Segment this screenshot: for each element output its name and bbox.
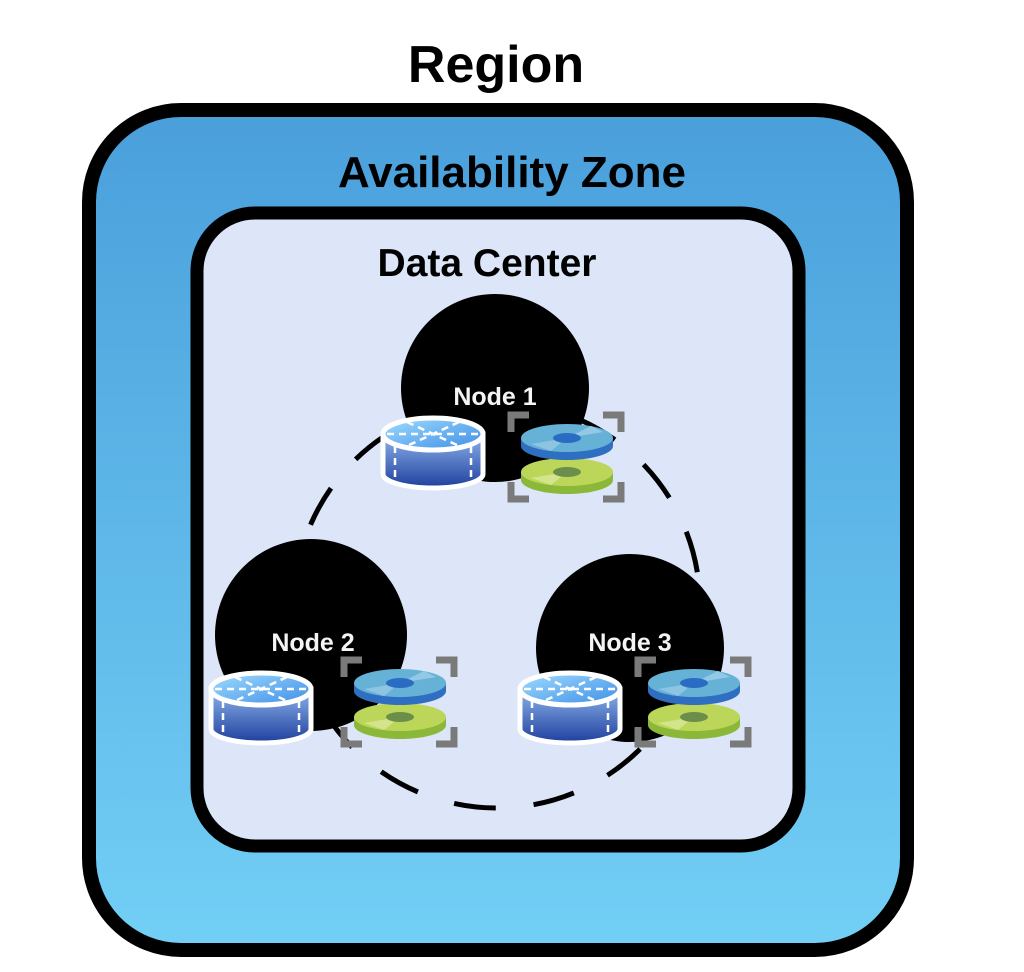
node-1[interactable]: Node 1 bbox=[383, 294, 621, 499]
database-icon bbox=[520, 673, 620, 743]
node-2-label: Node 2 bbox=[271, 629, 354, 657]
database-icon bbox=[211, 673, 311, 743]
region-title: Region bbox=[408, 36, 584, 94]
node-2[interactable]: Node 2 bbox=[211, 539, 454, 744]
database-icon bbox=[383, 418, 483, 488]
availability-zone-title: Availability Zone bbox=[338, 148, 686, 197]
node-3-label: Node 3 bbox=[588, 629, 671, 657]
node-1-label: Node 1 bbox=[453, 383, 536, 411]
data-center-title: Data Center bbox=[378, 242, 597, 285]
node-3[interactable]: Node 3 bbox=[520, 554, 748, 744]
